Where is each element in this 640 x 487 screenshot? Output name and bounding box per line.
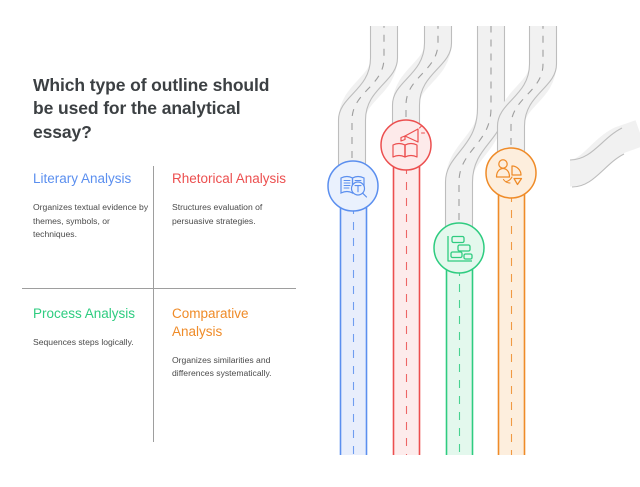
road-process-analysis xyxy=(445,248,474,455)
page-title: Which type of outline should be used for… xyxy=(33,75,270,142)
quadrant-body: Structures evaluation of persuasive stra… xyxy=(172,201,263,226)
quadrant-body: Organizes textual evidence by themes, sy… xyxy=(33,201,149,240)
book-magnifier-text-icon xyxy=(340,175,368,198)
quadrant-process-analysis: Process Analysis Sequences steps logical… xyxy=(33,305,153,350)
quadrant-body: Organizes similarities and differences s… xyxy=(172,354,272,379)
quadrant-body: Sequences steps logically. xyxy=(33,336,134,347)
quadrant-literary-analysis: Literary Analysis Organizes textual evid… xyxy=(33,170,153,242)
quadrant-heading: Comparative Analysis xyxy=(172,306,249,339)
road-literary-analysis xyxy=(339,186,368,455)
upper-road-2 xyxy=(391,26,453,145)
marker-literary-analysis[interactable] xyxy=(327,160,379,212)
upper-road-3 xyxy=(444,26,506,248)
quadrant-comparative-analysis: Comparative Analysis Organizes similarit… xyxy=(172,305,296,381)
quadrant-heading: Process Analysis xyxy=(33,306,136,321)
quadrant-heading: Literary Analysis xyxy=(33,171,132,186)
upper-road-1 xyxy=(337,26,399,186)
road-rhetorical-analysis xyxy=(392,145,421,455)
upper-road-5 xyxy=(568,120,640,188)
marker-process-analysis[interactable] xyxy=(433,222,485,274)
four-winding-roads-illustration xyxy=(300,0,640,487)
marker-comparative-analysis[interactable] xyxy=(485,147,537,199)
upper-road-4 xyxy=(496,26,558,173)
book-megaphone-icon xyxy=(392,125,425,158)
person-pie-chart-icon xyxy=(495,159,523,186)
road-comparative-analysis xyxy=(497,173,526,455)
quadrant-heading: Rhetorical Analysis xyxy=(172,171,287,186)
marker-rhetorical-analysis[interactable] xyxy=(380,119,432,171)
gantt-chart-icon xyxy=(447,235,473,262)
vertical-divider xyxy=(153,166,154,442)
quadrant-rhetorical-analysis: Rhetorical Analysis Structures evaluatio… xyxy=(172,170,296,228)
text-panel: Which type of outline should be used for… xyxy=(0,0,310,487)
horizontal-divider xyxy=(22,288,296,289)
